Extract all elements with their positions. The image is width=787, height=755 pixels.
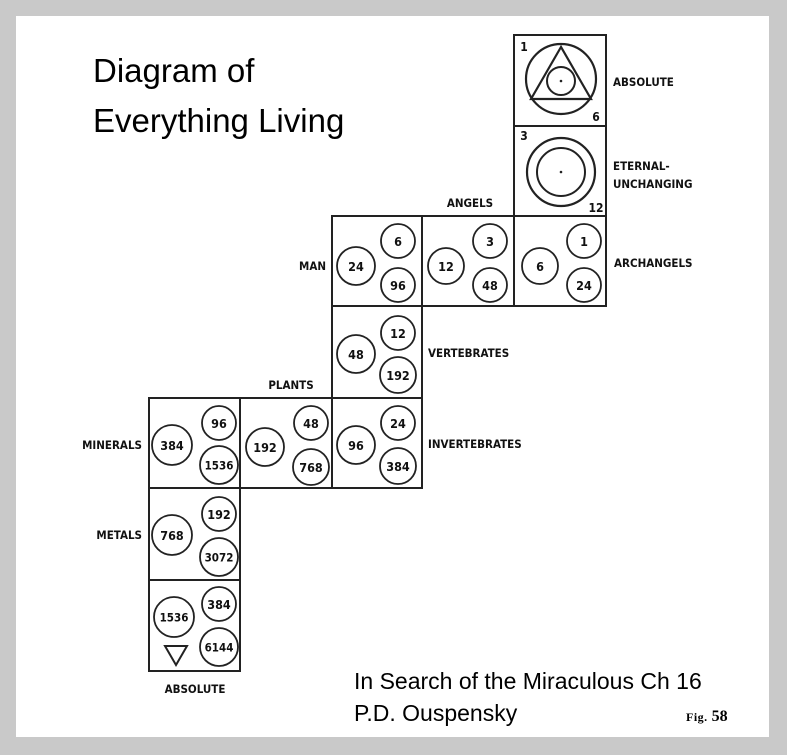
level-circle bbox=[472, 267, 508, 303]
level-circle bbox=[566, 267, 602, 303]
corner-number: 12 bbox=[588, 201, 603, 215]
octave-diagram: 1 6 24 3 12 48 6 24 96 12 48 192 24 96 384 48 192 768 96 38… bbox=[82, 34, 693, 696]
credit-line-1: In Search of the Miraculous Ch 16 bbox=[354, 668, 702, 694]
level-number: 1536 bbox=[160, 611, 189, 625]
level-circle bbox=[292, 448, 330, 486]
level-circle bbox=[293, 405, 329, 441]
absolute-triangle-icon bbox=[529, 44, 593, 101]
level-circle bbox=[566, 223, 602, 259]
level-circle bbox=[380, 405, 416, 441]
level-circle bbox=[336, 425, 376, 465]
level-circle bbox=[521, 247, 559, 285]
level-circle bbox=[379, 447, 417, 485]
absolute-inner-circle-icon bbox=[546, 66, 576, 96]
absolute-outer-circle-icon bbox=[524, 42, 598, 116]
level-number: 768 bbox=[160, 528, 184, 543]
level-number: 768 bbox=[299, 460, 323, 475]
level-number: 96 bbox=[211, 416, 227, 431]
level-number: 192 bbox=[253, 440, 276, 455]
level-label-plants: PLANTS bbox=[268, 378, 313, 392]
level-number: 1536 bbox=[205, 459, 234, 473]
level-number: 192 bbox=[386, 368, 409, 383]
level-number: 48 bbox=[482, 278, 498, 293]
level-circle bbox=[151, 514, 193, 556]
level-number: 1 bbox=[580, 234, 588, 249]
level-number: 6 bbox=[394, 234, 402, 249]
figure-label: Fig. 58 bbox=[686, 708, 728, 726]
corner-number: 3 bbox=[520, 129, 528, 143]
level-label-invertebrates: INVERTEBRATES bbox=[428, 437, 522, 451]
absolute-center-dot-icon bbox=[559, 79, 563, 83]
level-number: 48 bbox=[303, 416, 319, 431]
level-circle bbox=[153, 596, 195, 638]
level-number: 384 bbox=[160, 438, 184, 453]
level-label-eternal-unchanging: ETERNAL- bbox=[613, 159, 670, 173]
level-number: 48 bbox=[348, 347, 364, 362]
eternal-inner-circle-icon bbox=[536, 147, 586, 197]
level-circle bbox=[472, 223, 508, 259]
level-label-absolute-bottom: ABSOLUTE bbox=[165, 682, 226, 696]
level-label-angels: ANGELS bbox=[447, 196, 493, 210]
title-line-2: Everything Living bbox=[93, 102, 345, 139]
level-circle bbox=[201, 405, 237, 441]
level-label-vertebrates: VERTEBRATES bbox=[428, 346, 509, 360]
level-number: 3 bbox=[486, 234, 494, 249]
level-circle bbox=[199, 537, 239, 577]
level-circle bbox=[336, 334, 376, 374]
level-label-archangels: ARCHANGELS bbox=[614, 256, 693, 270]
level-circle bbox=[151, 424, 193, 466]
level-circle bbox=[201, 586, 237, 622]
level-number: 384 bbox=[207, 597, 231, 612]
eternal-center-dot-icon bbox=[559, 170, 563, 174]
level-circle bbox=[380, 267, 416, 303]
level-number: 12 bbox=[390, 326, 406, 341]
level-number: 192 bbox=[207, 507, 230, 522]
diagram-panel: Diagram of Everything Living In Search o… bbox=[16, 16, 769, 737]
level-circle bbox=[199, 445, 239, 485]
corner-number: 6 bbox=[592, 110, 600, 124]
level-number: 96 bbox=[348, 438, 364, 453]
level-label-minerals: MINERALS bbox=[82, 438, 142, 452]
level-number: 12 bbox=[438, 259, 454, 274]
figure-label-number: 58 bbox=[711, 708, 728, 725]
level-circle bbox=[201, 496, 237, 532]
level-circle bbox=[379, 356, 417, 394]
level-circle bbox=[199, 627, 239, 667]
level-circle bbox=[380, 223, 416, 259]
level-label-eternal-unchanging: UNCHANGING bbox=[613, 177, 692, 191]
title-line-1: Diagram of bbox=[93, 52, 255, 89]
level-circle bbox=[336, 246, 376, 286]
figure-label-prefix: Fig. bbox=[686, 710, 708, 724]
level-circle bbox=[245, 427, 285, 467]
level-number: 96 bbox=[390, 278, 406, 293]
level-number: 24 bbox=[576, 278, 592, 293]
level-circle bbox=[427, 247, 465, 285]
level-number: 384 bbox=[386, 459, 410, 474]
level-label-metals: METALS bbox=[96, 528, 142, 542]
corner-number: 1 bbox=[520, 40, 528, 54]
level-label-man: MAN bbox=[299, 259, 326, 273]
level-label-absolute-top: ABSOLUTE bbox=[613, 75, 674, 89]
level-number: 6144 bbox=[205, 641, 234, 655]
level-circle bbox=[380, 315, 416, 351]
credit-line-2: P.D. Ouspensky bbox=[354, 700, 518, 726]
level-number: 24 bbox=[348, 259, 364, 274]
level-number: 24 bbox=[390, 416, 406, 431]
eternal-outer-circle-icon bbox=[525, 136, 597, 208]
level-number: 3072 bbox=[205, 551, 234, 565]
down-triangle-icon bbox=[163, 645, 189, 667]
level-number: 6 bbox=[536, 259, 544, 274]
cell-absolute-bottom bbox=[148, 579, 241, 672]
